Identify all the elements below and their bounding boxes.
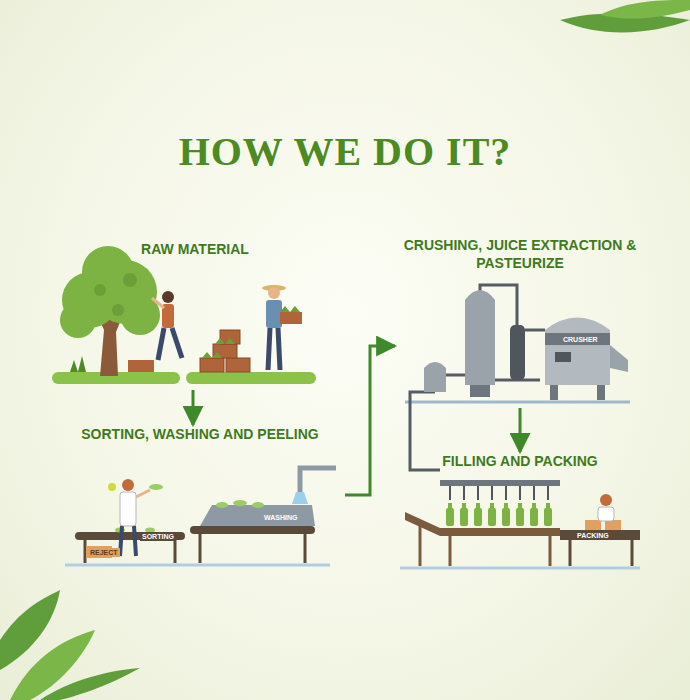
- flow-arrow: [519, 408, 522, 452]
- flow-arrow: [192, 390, 195, 425]
- diagram-title: HOW WE DO IT?: [0, 128, 690, 175]
- process-step: CRUSHING, JUICE EXTRACTION & PASTEURIZE: [395, 236, 645, 408]
- equipment-label: WASHING: [262, 513, 299, 522]
- step-label: RAW MATERIAL: [60, 240, 330, 258]
- step-label: CRUSHING, JUICE EXTRACTION & PASTEURIZE: [395, 236, 645, 272]
- flow-arrow: [345, 346, 395, 495]
- step-label: FILLING AND PACKING: [395, 452, 645, 470]
- process-step: FILLING AND PACKING: [395, 452, 645, 572]
- step-label: SORTING, WASHING AND PEELING: [55, 425, 345, 443]
- equipment-label: SORTING: [140, 532, 176, 541]
- equipment-label: REJECT: [88, 548, 120, 557]
- equipment-label: PACKING: [575, 531, 611, 540]
- equipment-label: CRUSHER: [561, 335, 600, 344]
- process-step: RAW MATERIAL: [60, 240, 330, 390]
